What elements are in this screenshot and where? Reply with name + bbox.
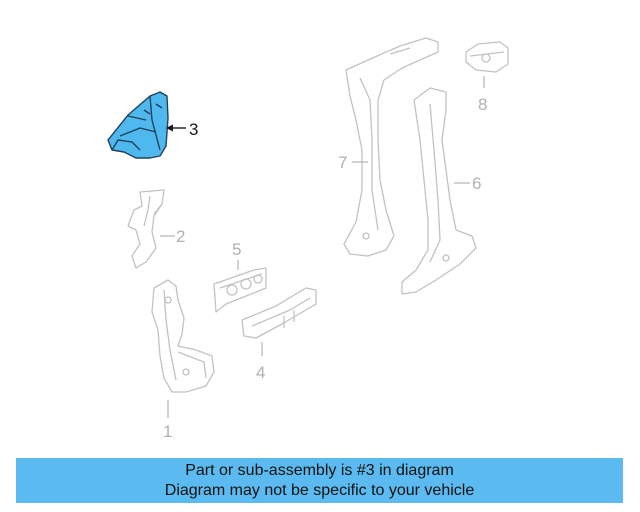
callout-7[interactable]: 7 (338, 153, 347, 172)
part-1[interactable] (151, 279, 215, 393)
callout-1[interactable]: 1 (163, 422, 172, 441)
callout-6[interactable]: 6 (472, 174, 481, 193)
part-2[interactable] (127, 189, 165, 269)
callout-4[interactable]: 4 (256, 363, 265, 382)
callout-3[interactable]: 3 (189, 120, 198, 139)
callout-2[interactable]: 2 (176, 227, 185, 246)
part-6[interactable] (401, 87, 477, 295)
part-8[interactable] (465, 41, 509, 73)
info-banner: Part or sub-assembly is #3 in diagram Di… (16, 458, 623, 503)
callout-8[interactable]: 8 (478, 95, 487, 114)
part-5[interactable] (213, 267, 267, 313)
part-7[interactable] (343, 37, 439, 257)
part-3-highlighted[interactable] (107, 91, 169, 159)
arrowhead-3 (166, 124, 173, 132)
banner-line-1: Part or sub-assembly is #3 in diagram (185, 462, 454, 479)
part-4[interactable] (241, 287, 317, 339)
callout-5[interactable]: 5 (232, 240, 241, 259)
banner-line-2: Diagram may not be specific to your vehi… (164, 482, 475, 499)
